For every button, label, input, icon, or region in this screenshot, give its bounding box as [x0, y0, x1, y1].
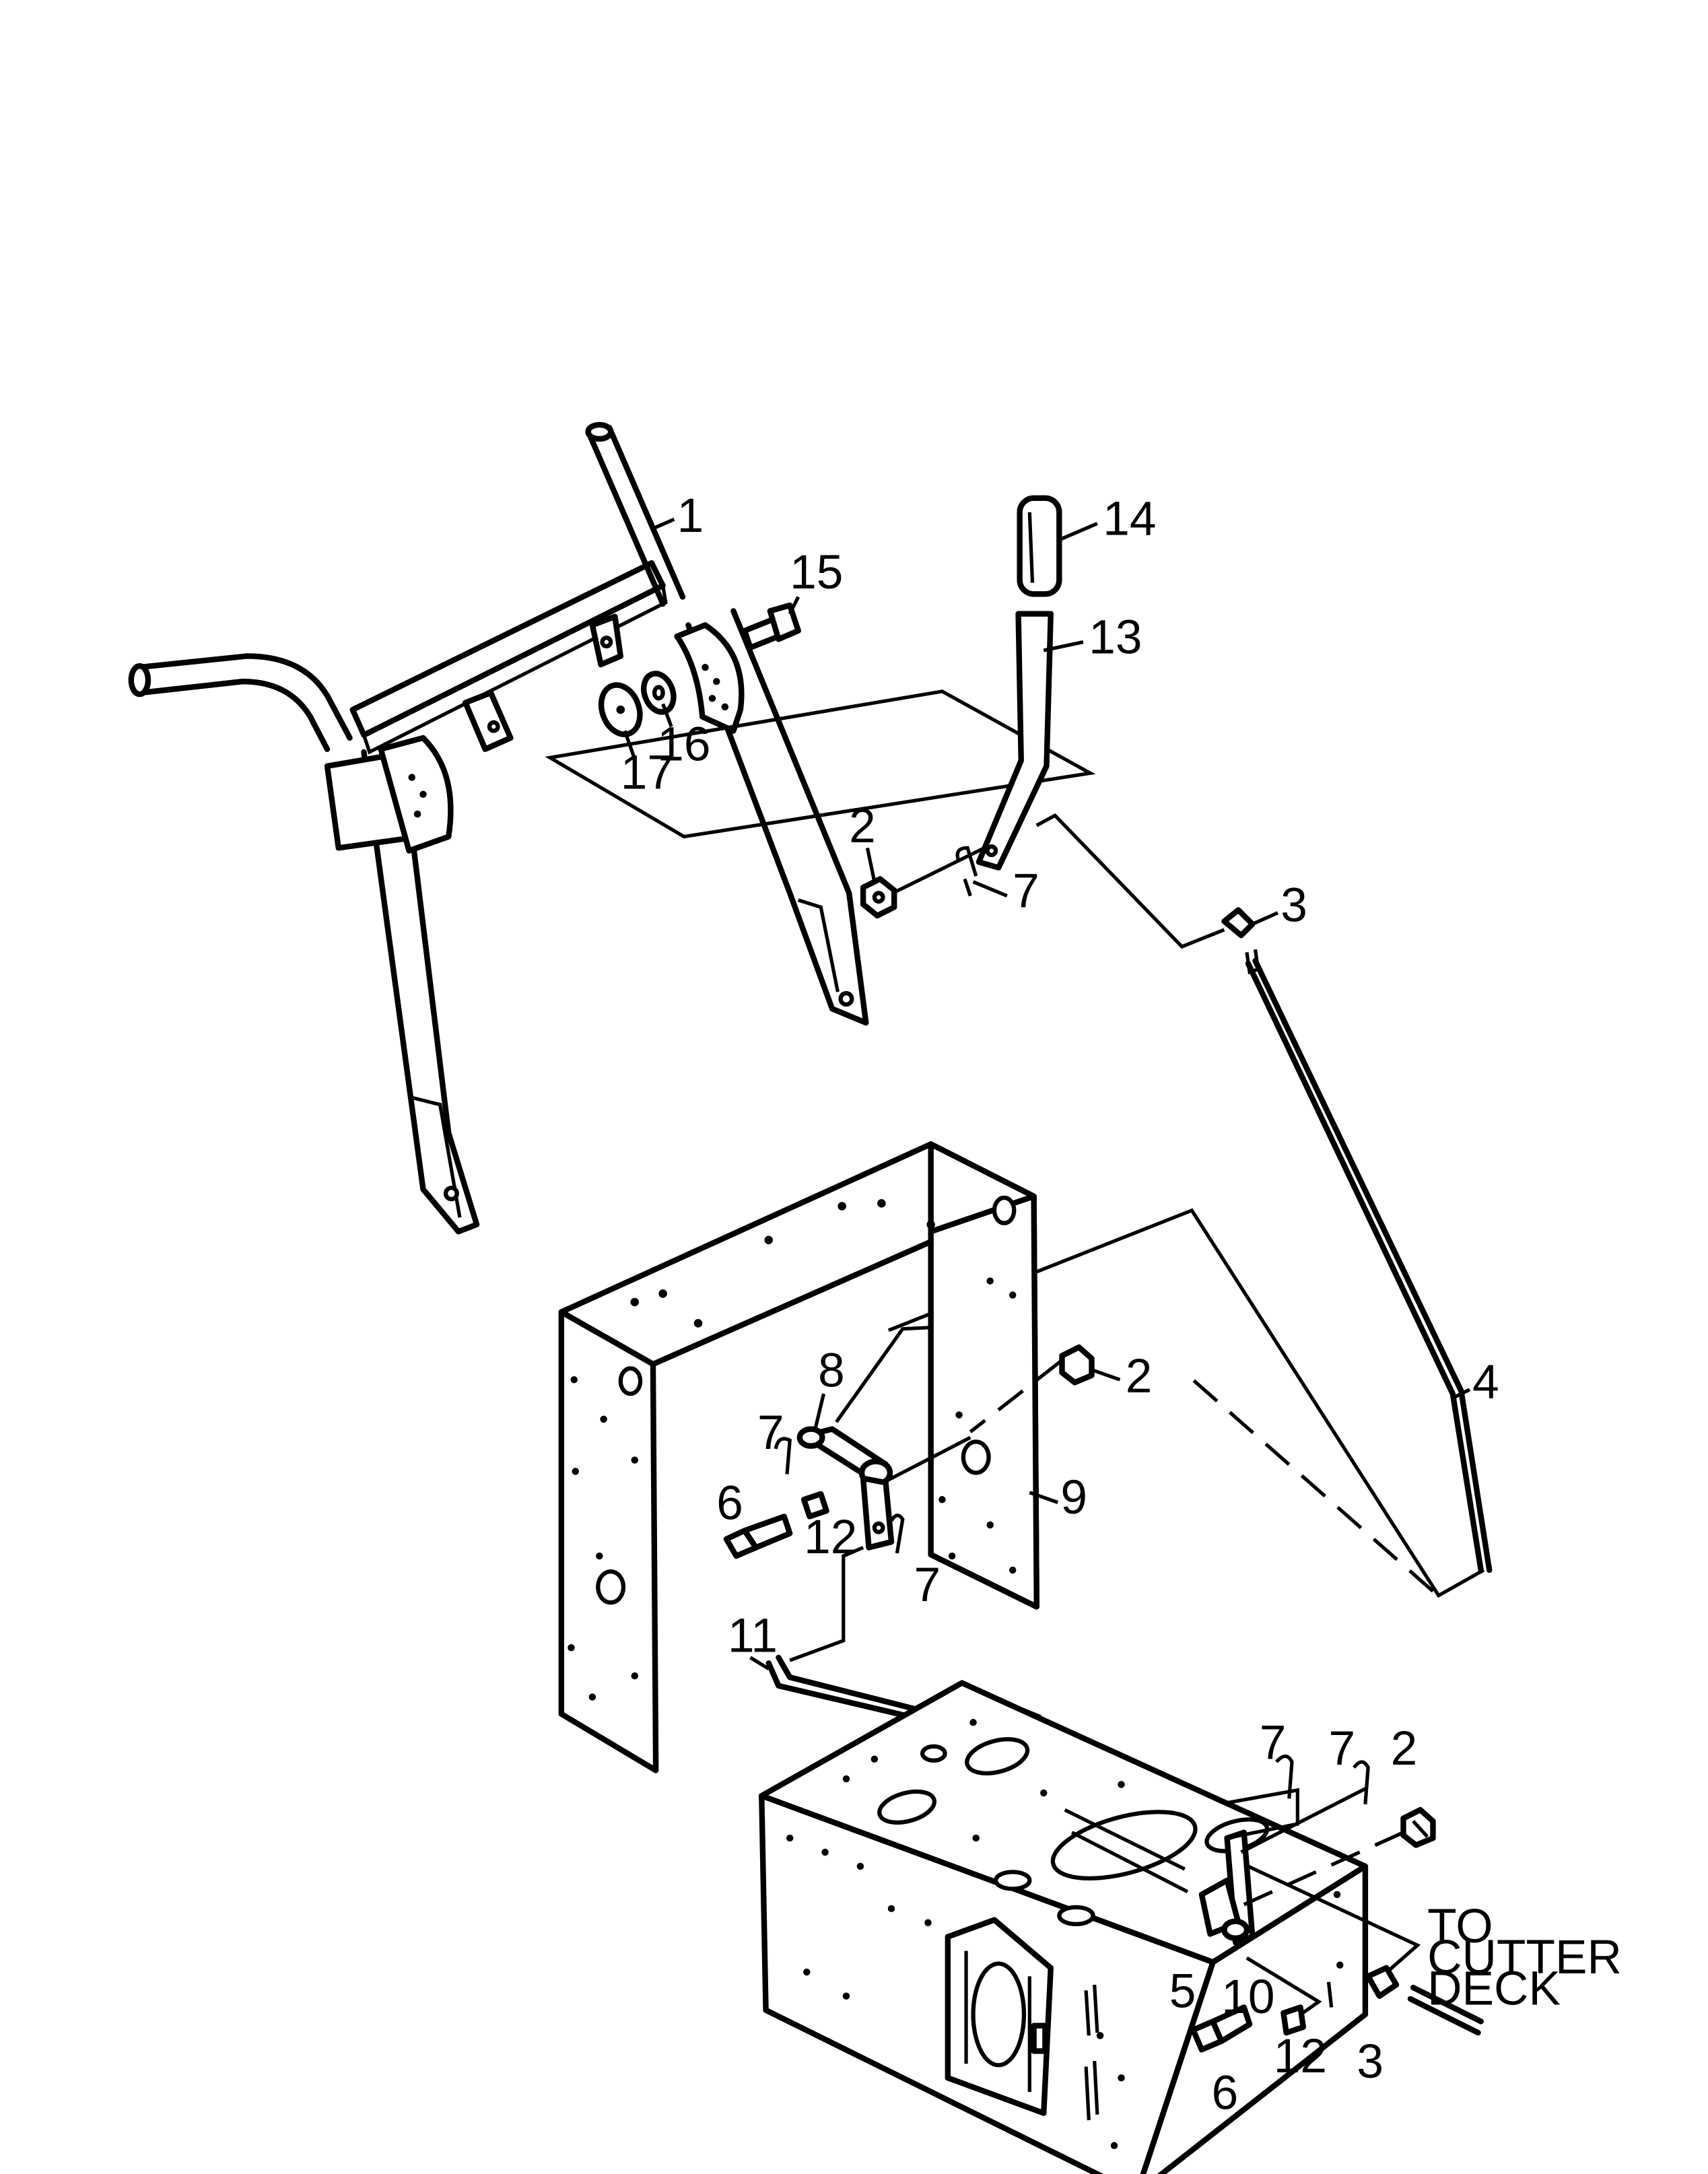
callout-6-lower: 6 [1212, 2066, 1239, 2119]
ball-joint-3-upper [1221, 907, 1256, 939]
assembly-guide-plane [545, 689, 1096, 839]
callout-7-lower-right: 7 [1328, 1722, 1355, 1775]
callout-3-lower: 3 [1357, 2035, 1384, 2088]
callout-8: 8 [818, 1345, 845, 1398]
bushing-12-middle [800, 1491, 829, 1520]
handle-assembly [128, 421, 869, 1235]
callout-7-crank: 7 [914, 1559, 941, 1612]
link-rod-11 [765, 1660, 920, 1722]
shoulder-bolt-6-lower [1190, 2004, 1253, 2053]
callout-7-middle: 7 [757, 1406, 784, 1460]
callout-15: 15 [790, 546, 843, 599]
callout-11: 11 [728, 1610, 778, 1663]
nut-2-upper [860, 876, 897, 919]
callout-1: 1 [677, 489, 704, 543]
callout-5: 5 [1169, 1965, 1196, 2018]
callout-16: 16 [657, 718, 710, 772]
note-line-3: DECK [1427, 1962, 1561, 2015]
chassis-frame-9 [558, 1141, 1039, 1773]
deck-lever-10 [1198, 1788, 1299, 1946]
callout-7-lower-left: 7 [1260, 1717, 1287, 1770]
callout-2-middle: 2 [1126, 1350, 1153, 1403]
hairpin-7-lower-right [1353, 1760, 1370, 1804]
callout-labels: 1 14 15 13 16 17 2 7 3 8 2 7 6 12 9 7 4 … [621, 489, 1499, 2119]
callout-17: 17 [621, 746, 674, 799]
ball-joint-3-lower [1365, 1965, 1400, 1999]
washer-17 [598, 682, 643, 737]
rod-4 [1245, 961, 1484, 1573]
lever-13 [976, 611, 1054, 871]
callout-13: 13 [1089, 611, 1142, 664]
note-line-2: CUTTER [1427, 1931, 1622, 1984]
callout-12-middle: 12 [804, 1511, 857, 1564]
callout-12-lower: 12 [1274, 2030, 1327, 2083]
cutter-deck-cable [1410, 1984, 1484, 2025]
callout-3-upper: 3 [1280, 879, 1307, 932]
washer-16 [641, 671, 677, 715]
hairpin-7-middle [774, 1437, 792, 1474]
hairpin-7-lower-crank [889, 1514, 905, 1554]
note-line-1: TO [1427, 1900, 1493, 1953]
shoulder-bolt-6-middle [723, 1514, 793, 1559]
callout-9: 9 [1060, 1471, 1087, 1524]
callout-leaders [623, 517, 1471, 1838]
hairpin-7-lower-left [1274, 1754, 1294, 1799]
grip-14 [1017, 495, 1062, 597]
callout-2-upper: 2 [849, 800, 876, 853]
nut-2-middle [1059, 1344, 1095, 1386]
bushing-12-lower [1280, 2004, 1306, 2036]
callout-14: 14 [1103, 492, 1156, 545]
callout-2-lower: 2 [1391, 1722, 1418, 1775]
callout-6-middle: 6 [716, 1477, 743, 1530]
callout-4: 4 [1472, 1355, 1499, 1408]
to-cutter-deck-note: TO CUTTER DECK [1427, 1900, 1622, 2015]
callout-7-upper: 7 [1013, 864, 1039, 918]
callout-10: 10 [1221, 1971, 1274, 2024]
bellcrank-8 [796, 1426, 895, 1551]
